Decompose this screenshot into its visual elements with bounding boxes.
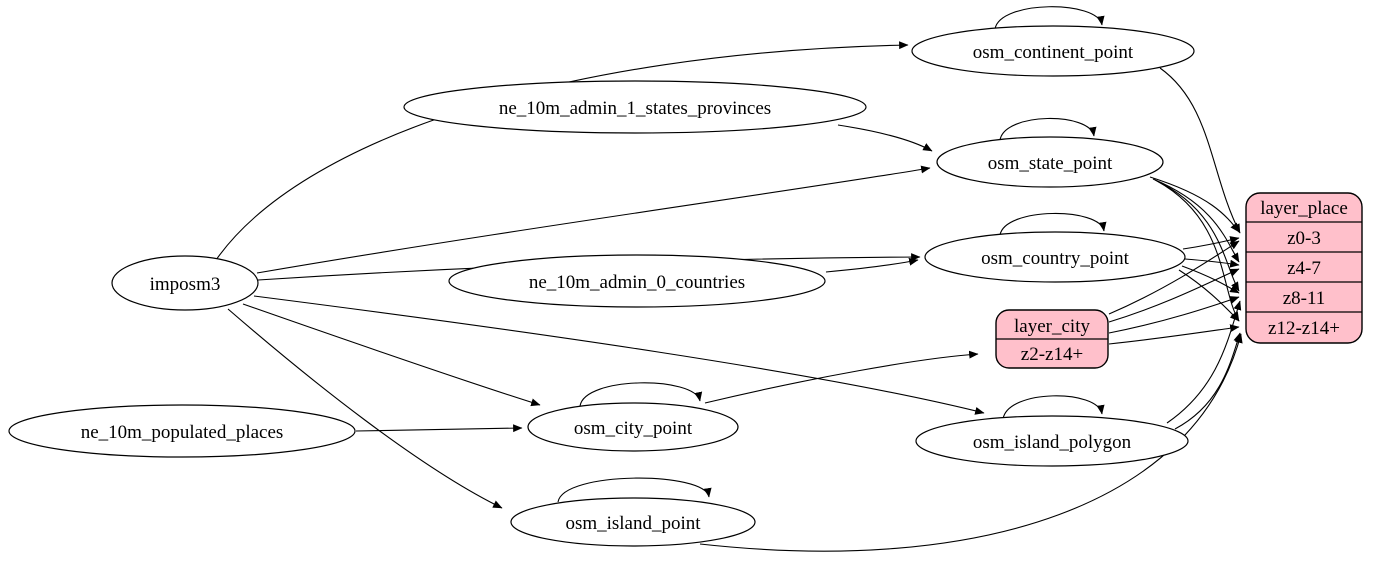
edge-imposm3-osm_state_point (256, 165, 931, 274)
layer_place-row-z0-3: z0-3 (1287, 228, 1321, 249)
osm_continent_point-label: osm_continent_point (973, 42, 1134, 63)
edge-imposm3-osm_continent_point (215, 41, 909, 261)
edge-osm_country_point-layer_place-z4-7 (1184, 258, 1240, 268)
osm_state_point-ellipse (936, 136, 1164, 188)
osm_continent_point-ellipse (911, 25, 1195, 77)
layer_place-row-z12-z14: z12-z14+ (1268, 318, 1340, 339)
osm_state_point-label: osm_state_point (988, 153, 1113, 174)
edge-layer_city-layer_place-z8-11 (1108, 296, 1240, 334)
selfloop-osm_island_polygon (1002, 395, 1105, 420)
node-layer_city: layer_city z2-z14+ (995, 309, 1109, 369)
osm_island_point-ellipse (510, 497, 756, 547)
edge-osm_continent_point-layer_place-z0-3 (1159, 67, 1241, 234)
node-osm_continent_point: osm_continent_point (911, 25, 1195, 77)
layer_place-box (1245, 192, 1363, 344)
selfloop-osm_city_point (579, 382, 703, 407)
node-layer_place: layer_place z0-3 z4-7 z8-11 z12-z14+ (1245, 192, 1363, 344)
node-imposm3: imposm3 (111, 255, 259, 311)
edge-osm_state_point-layer_place-z12-z14 (1156, 180, 1240, 322)
ne_10m_admin_0_countries-ellipse (448, 254, 826, 308)
node-ne_10m_admin_1_states_provinces: ne_10m_admin_1_states_provinces (403, 80, 867, 134)
edge-ne_10m_admin_1_states_provinces-osm_state_point (837, 124, 933, 152)
ne_10m_admin_1_states_provinces-ellipse (403, 80, 867, 134)
layer_city-row-z2-z14: z2-z14+ (1021, 344, 1083, 365)
osm_city_point-ellipse (527, 402, 739, 452)
node-osm_city_point: osm_city_point (527, 402, 739, 452)
osm_city_point-label: osm_city_point (574, 418, 693, 439)
osm_island_polygon-label: osm_island_polygon (973, 432, 1132, 453)
ne_10m_admin_0_countries-label: ne_10m_admin_0_countries (529, 272, 745, 293)
osm_island_polygon-ellipse (915, 415, 1189, 467)
edge-osm_country_point-layer_place-z0-3 (1182, 236, 1240, 250)
selfloop-osm_island_point (557, 477, 712, 503)
layer_city-title: layer_city (1014, 316, 1090, 337)
osm_island_point-label: osm_island_point (565, 513, 701, 534)
edge-osm_state_point-layer_place-z4-7 (1152, 178, 1240, 263)
node-ne_10m_populated_places: ne_10m_populated_places (8, 404, 356, 458)
osm_country_point-ellipse (924, 231, 1186, 283)
edge-layer_city-layer_place-z12-z14 (1108, 324, 1240, 345)
edges-group (215, 6, 1243, 552)
edge-layer_city-layer_place-z4-7 (1108, 268, 1240, 323)
selfloop-osm_continent_point (994, 6, 1105, 30)
imposm3-label: imposm3 (150, 274, 221, 295)
edge-imposm3-osm_island_point (227, 308, 503, 509)
ne_10m_admin_1_states_provinces-label: ne_10m_admin_1_states_provinces (499, 98, 771, 119)
selfloop-osm_country_point (999, 212, 1107, 236)
node-osm_state_point: osm_state_point (936, 136, 1164, 188)
edge-ne_10m_admin_0_countries-osm_country_point (825, 257, 919, 273)
edge-layer_city-layer_place-z0-3 (1108, 240, 1240, 315)
ne_10m_populated_places-label: ne_10m_populated_places (81, 422, 284, 443)
edge-osm_city_point-layer_city-z2-z14 (704, 350, 979, 404)
edge-osm_island_point-layer_place-z12-z14 (699, 333, 1243, 552)
node-osm_country_point: osm_country_point (924, 231, 1186, 283)
ne_10m_populated_places-ellipse (8, 404, 356, 458)
osm_country_point-label: osm_country_point (981, 248, 1129, 269)
edge-osm_state_point-layer_place-z0-3 (1149, 176, 1240, 233)
layer_place-row-z8-11: z8-11 (1283, 288, 1326, 309)
edge-osm_country_point-layer_place-z8-11 (1181, 265, 1240, 294)
layer_place-row-z4-7: z4-7 (1287, 258, 1321, 279)
edge-osm_island_polygon-layer_place-z12-z14 (1174, 332, 1242, 430)
node-osm_island_polygon: osm_island_polygon (915, 415, 1189, 467)
edge-osm_island_polygon-layer_place-z8-11 (1166, 300, 1242, 424)
layer_place-title: layer_place (1260, 198, 1348, 219)
edge-imposm3-osm_city_point (242, 303, 541, 407)
node-ne_10m_admin_0_countries: ne_10m_admin_0_countries (448, 254, 826, 308)
edge-ne_10m_populated_places-osm_city_point (355, 424, 523, 433)
selfloop-osm_state_point (999, 117, 1097, 141)
edge-imposm3-osm_island_polygon (253, 295, 985, 415)
node-osm_island_point: osm_island_point (510, 497, 756, 547)
imposm3-ellipse (111, 255, 259, 311)
edge-osm_state_point-layer_place-z8-11 (1154, 179, 1240, 292)
